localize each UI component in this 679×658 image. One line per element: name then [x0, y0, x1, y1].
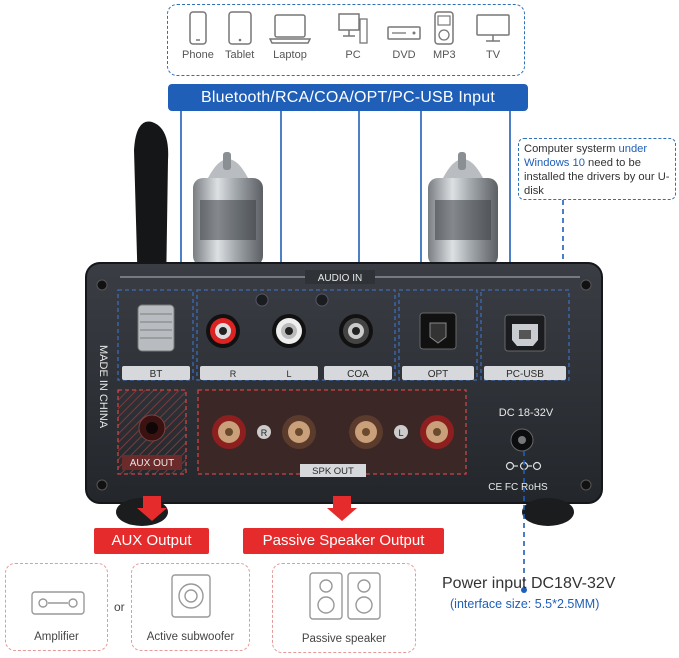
spk-l-label: L [398, 428, 403, 438]
mp3-icon [434, 11, 455, 45]
aux-out-label: AUX OUT [130, 458, 174, 469]
device-label: TV [485, 49, 501, 61]
speaker-output-tag: Passive Speaker Output [243, 528, 444, 554]
input-banner: Bluetooth/RCA/COA/OPT/PC-USB Input [168, 84, 528, 111]
device-dvd: DVD [386, 11, 422, 61]
device-label: Phone [182, 49, 214, 61]
opt-label: OPT [428, 369, 449, 380]
dc-voltage-label: DC 18-32V [499, 407, 554, 419]
note-text-2: need to be installed the drivers by our … [524, 157, 670, 197]
device-label: Tablet [225, 49, 255, 61]
bt-connector [137, 304, 175, 352]
device-phone: Phone [182, 11, 214, 61]
passive-speaker-output-card: Passive speaker [272, 563, 416, 653]
pc-icon [338, 13, 368, 44]
amplifier-icon [31, 591, 85, 615]
l-label: L [286, 369, 291, 379]
rca-jack-l [272, 314, 306, 348]
bt-antenna [134, 121, 169, 292]
rca-jack-r [206, 314, 240, 348]
note-highlight: under Windows 10 [524, 143, 648, 169]
coaxial-jack [339, 314, 373, 348]
device-tablet: Tablet [225, 11, 254, 61]
or-label: or [114, 600, 125, 614]
r-label: R [230, 369, 237, 379]
bt-label: BT [150, 369, 163, 380]
laptop-icon [269, 14, 311, 44]
spk-out-label: SPK OUT [312, 466, 354, 477]
power-interface-size: (interface size: 5.5*2.5MM) [450, 597, 600, 611]
tablet-icon [227, 11, 252, 45]
dvd-icon [387, 26, 421, 40]
vacuum-tube-right [428, 152, 498, 266]
power-input-title: Power input DC18V-32V [442, 575, 616, 592]
windows-driver-note: Computer systerm under Windows 10 need t… [518, 138, 676, 200]
aux-out-section: AUX OUT [117, 389, 187, 475]
audio-in-label: AUDIO IN [318, 273, 362, 284]
device-mp3: MP3 [433, 11, 456, 61]
phone-icon [189, 11, 207, 45]
device-tv: TV [476, 11, 510, 61]
pcusb-label: PC-USB [506, 369, 544, 380]
note-text: Computer systerm [524, 143, 619, 155]
passive-speaker-label: Passive speaker [301, 633, 387, 645]
device-label: MP3 [433, 49, 456, 61]
subwoofer-label: Active subwoofer [146, 631, 235, 643]
dc-power-jack [510, 428, 534, 452]
made-in-china-label: MADE IN CHINA [97, 345, 109, 429]
optical-port [419, 312, 457, 350]
passive-speaker-icon [309, 572, 381, 620]
usb-b-port [504, 314, 546, 352]
spk-r-label: R [261, 428, 268, 438]
device-label: PC [345, 49, 361, 61]
aux-output-tag: AUX Output [94, 528, 209, 554]
coa-label: COA [347, 369, 369, 380]
subwoofer-output-card: Active subwoofer [131, 563, 250, 651]
amplifier-output-card: Amplifier [5, 563, 108, 651]
subwoofer-icon [171, 574, 211, 618]
device-label: Laptop [273, 49, 307, 61]
tv-icon [476, 14, 510, 42]
device-pc: PC [338, 11, 368, 61]
vacuum-tube-left [193, 152, 263, 266]
input-connector-lines [180, 111, 511, 280]
device-label: DVD [392, 49, 416, 61]
device-laptop: Laptop [269, 11, 311, 61]
amplifier-label: Amplifier [34, 631, 79, 643]
source-devices-box: Phone Tablet Laptop PC DVD MP3 TV [167, 4, 525, 76]
speaker-terminals-section: R L SPK OUT [197, 389, 467, 477]
certification-marks: CE FC RoHS [488, 482, 548, 493]
